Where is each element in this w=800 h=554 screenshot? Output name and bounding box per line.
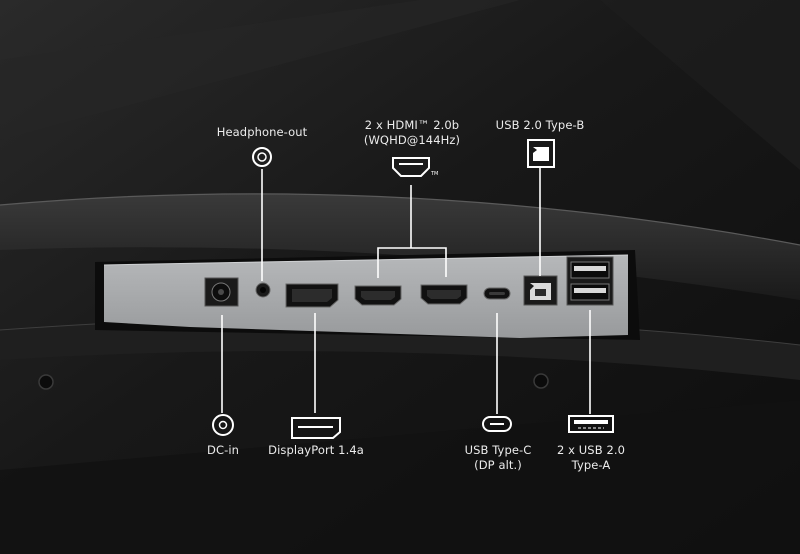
displayport-label: DisplayPort 1.4a bbox=[268, 443, 364, 457]
dc-in-label: DC-in bbox=[206, 443, 240, 457]
monitor-bezel-top bbox=[0, 193, 800, 300]
usb-type-a-ports bbox=[566, 256, 614, 306]
usb-type-b-port bbox=[523, 275, 558, 306]
line-hdmi-bracket bbox=[377, 247, 447, 278]
headphone-port bbox=[255, 282, 271, 298]
shell-fold bbox=[0, 400, 800, 554]
svg-text:TM: TM bbox=[430, 171, 438, 177]
headphone-out-label: Headphone-out bbox=[216, 125, 308, 139]
callout-lines bbox=[221, 168, 591, 414]
usb-type-a-icon bbox=[568, 415, 614, 433]
displayport-port bbox=[285, 283, 339, 308]
bezel-highlight bbox=[0, 193, 800, 246]
usb-type-a-label: 2 x USB 2.0 Type-A bbox=[556, 443, 626, 472]
audio-jack-icon bbox=[252, 147, 272, 167]
usb-type-b-label: USB 2.0 Type-B bbox=[495, 118, 585, 132]
shell-fold bbox=[0, 0, 520, 140]
usb-type-c-label: USB Type-C (DP alt.) bbox=[464, 443, 532, 472]
hdmi-label: 2 x HDMI™ 2.0b (WQHD@144Hz) bbox=[363, 118, 461, 147]
dc-in-icon bbox=[212, 414, 234, 436]
usb-type-c-port bbox=[483, 287, 511, 300]
screw-hole bbox=[38, 374, 54, 390]
displayport-icon bbox=[291, 417, 341, 439]
usb-type-c-icon bbox=[482, 416, 512, 432]
hdmi-port-2 bbox=[420, 284, 468, 305]
shell-fold bbox=[600, 0, 800, 170]
hdmi-icon: TM bbox=[392, 157, 438, 177]
dc-in-port bbox=[204, 277, 239, 307]
hdmi-port-1 bbox=[354, 285, 402, 306]
screw-hole bbox=[533, 373, 549, 389]
usb-type-b-icon bbox=[527, 139, 555, 168]
